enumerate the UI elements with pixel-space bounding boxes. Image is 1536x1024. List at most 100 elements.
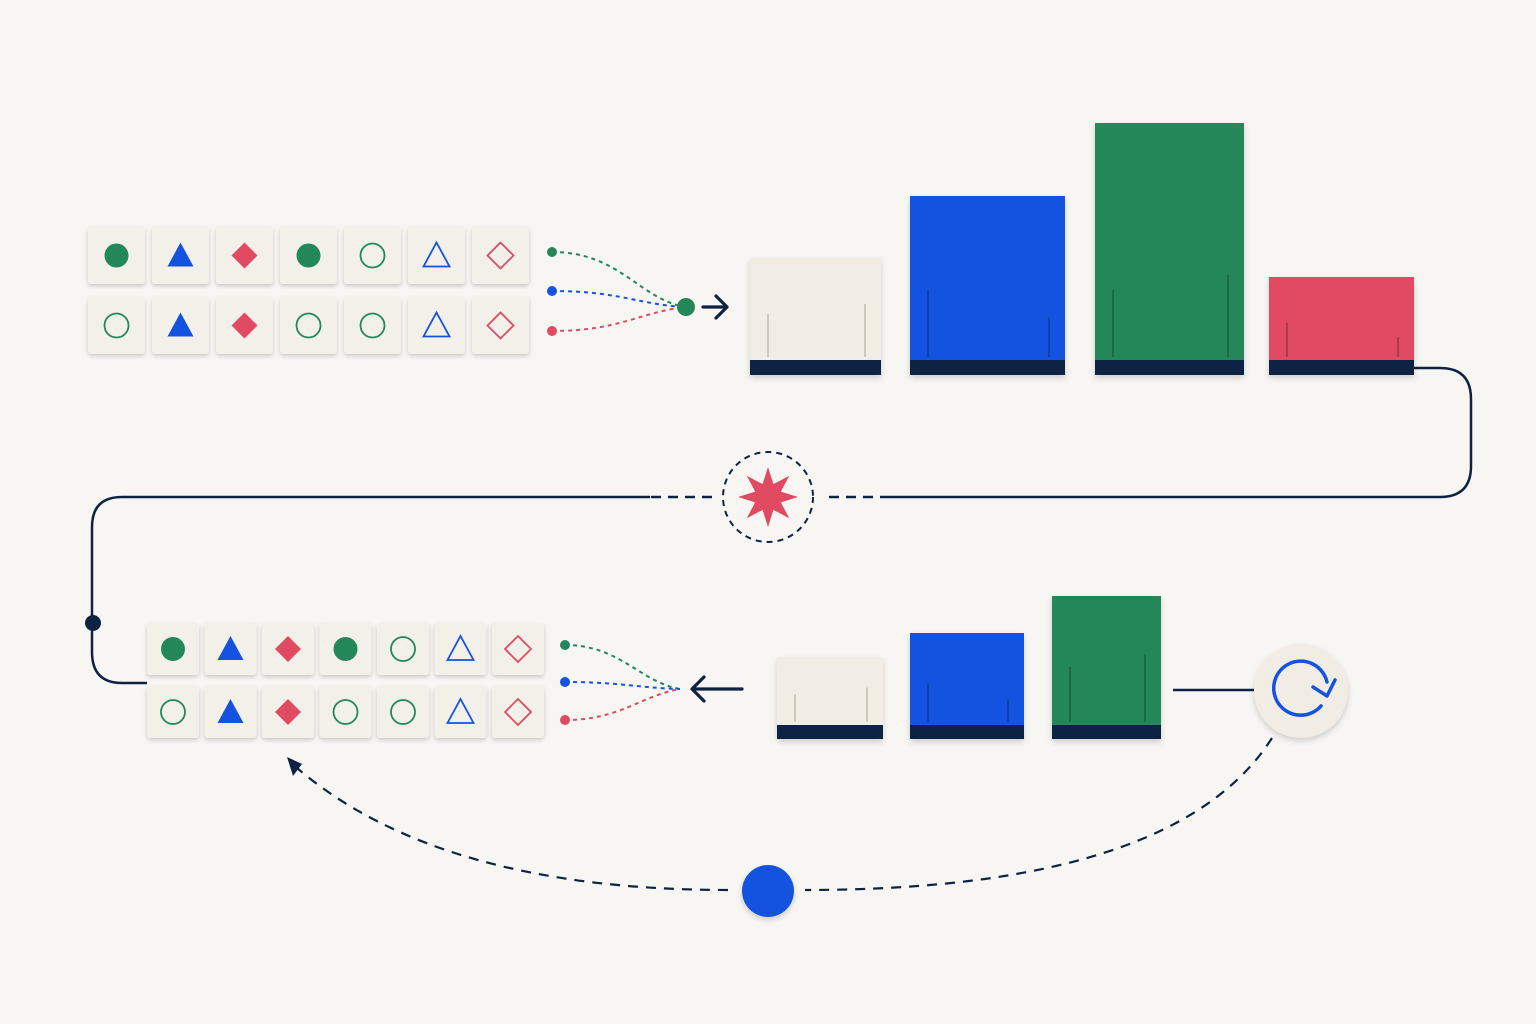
green-outline-circle-icon bbox=[359, 312, 386, 339]
tile-bg bbox=[344, 227, 401, 284]
green-outline-circle-icon bbox=[103, 312, 130, 339]
top-bar-group bbox=[750, 123, 1414, 375]
symbol-tile bbox=[344, 297, 401, 354]
connector-right-loop bbox=[890, 366, 1473, 499]
green-filled-circle-icon bbox=[161, 637, 185, 661]
blue-outline-triangle-icon bbox=[445, 697, 476, 724]
fan-start-dot-green bbox=[547, 247, 557, 257]
tile-bg bbox=[377, 623, 429, 675]
symbol-tile bbox=[152, 297, 209, 354]
fan-start-dot-red-bottom bbox=[560, 715, 570, 725]
bottom-symbol-grid bbox=[147, 623, 544, 738]
green-outline-circle-icon bbox=[295, 312, 322, 339]
symbol-tile bbox=[204, 686, 257, 738]
refresh-button[interactable] bbox=[1254, 644, 1348, 738]
burst-dashed-ring bbox=[722, 451, 814, 543]
green-filled-circle-icon bbox=[296, 243, 321, 268]
symbol-tile bbox=[280, 227, 337, 284]
symbol-tile bbox=[88, 227, 145, 284]
bar-base bbox=[1095, 360, 1244, 375]
tile-bg bbox=[88, 297, 145, 354]
connector-left-loop bbox=[90, 495, 650, 685]
tile-bg bbox=[492, 623, 544, 675]
fan-line-green bbox=[551, 251, 687, 308]
refresh-icon bbox=[1272, 659, 1337, 717]
green-outline-circle-icon bbox=[332, 699, 359, 725]
refresh-button-disc[interactable] bbox=[1254, 644, 1348, 738]
fan-line-red-bottom bbox=[564, 688, 681, 721]
bottom-bar-group bbox=[777, 596, 1161, 739]
symbol-tile bbox=[344, 227, 401, 284]
return-arc-left bbox=[296, 767, 729, 892]
tile-bg bbox=[472, 297, 529, 354]
bar-body bbox=[1095, 123, 1244, 375]
symbol-tile bbox=[88, 297, 145, 354]
fan-start-dot-blue-bottom bbox=[560, 677, 570, 687]
connector-junction-dot bbox=[85, 615, 101, 631]
symbol-tile bbox=[377, 686, 429, 738]
symbol-tile bbox=[262, 686, 314, 738]
symbol-tile bbox=[280, 297, 337, 354]
symbol-tile bbox=[434, 686, 487, 738]
arrow-left-icon bbox=[690, 675, 744, 703]
red-filled-diamond-icon bbox=[231, 242, 258, 269]
red-outline-diamond-icon bbox=[503, 697, 533, 727]
symbol-tile bbox=[216, 297, 273, 354]
tile-bg bbox=[472, 227, 529, 284]
red-outline-diamond-icon bbox=[486, 311, 515, 340]
symbol-tile bbox=[216, 227, 273, 284]
tile-bg bbox=[408, 297, 465, 354]
blue-outline-triangle-icon bbox=[421, 310, 452, 338]
bar-base bbox=[750, 360, 881, 375]
symbol-tile bbox=[152, 227, 209, 284]
tile-bg bbox=[408, 227, 465, 284]
red-outline-diamond-icon bbox=[486, 241, 515, 270]
green-filled-circle-icon bbox=[104, 243, 129, 268]
bar-cream bbox=[777, 657, 883, 739]
bar-base bbox=[1269, 360, 1414, 375]
green-outline-circle-icon bbox=[390, 699, 416, 725]
tile-bg bbox=[434, 686, 487, 738]
top-symbol-grid bbox=[88, 227, 529, 354]
green-dot-icon bbox=[677, 298, 695, 316]
tile-bg bbox=[319, 686, 372, 738]
fan-start-dot-green-bottom bbox=[560, 640, 570, 650]
connector-lines bbox=[85, 366, 1473, 892]
fan-line-blue-bottom bbox=[564, 681, 681, 690]
bar-body bbox=[1052, 596, 1161, 739]
fan-start-dot-red bbox=[547, 326, 557, 336]
tile-bg bbox=[377, 686, 429, 738]
symbol-tile bbox=[319, 623, 372, 675]
symbol-tile bbox=[492, 623, 544, 675]
tile-bg bbox=[344, 297, 401, 354]
green-filled-circle-icon bbox=[333, 637, 358, 661]
return-arrowhead bbox=[287, 757, 302, 776]
bar-base bbox=[910, 725, 1024, 739]
bar-red bbox=[1269, 277, 1414, 375]
bar-cream bbox=[750, 258, 881, 375]
blue-filled-triangle-icon bbox=[167, 312, 194, 337]
bar-blue bbox=[910, 196, 1065, 375]
blue-filled-triangle-icon bbox=[217, 636, 244, 660]
bar-green bbox=[1052, 596, 1161, 739]
fan-start-dot-blue bbox=[547, 286, 557, 296]
fan-line-green-bottom bbox=[564, 644, 681, 690]
bottom-fan-in bbox=[560, 640, 744, 725]
symbol-tile bbox=[472, 297, 529, 354]
return-arc-right bbox=[804, 737, 1273, 892]
symbol-tile bbox=[147, 686, 199, 738]
tile-bg bbox=[434, 623, 487, 675]
tile-bg bbox=[492, 686, 544, 738]
symbol-tile bbox=[408, 227, 465, 284]
top-fan-in bbox=[547, 247, 729, 336]
symbol-tile bbox=[319, 686, 372, 738]
green-outline-circle-icon bbox=[160, 699, 186, 725]
bar-body bbox=[1269, 277, 1414, 375]
symbol-tile bbox=[262, 623, 314, 675]
tile-bg bbox=[147, 686, 199, 738]
symbol-tile bbox=[147, 623, 199, 675]
red-filled-diamond-icon bbox=[275, 699, 301, 725]
bar-body bbox=[910, 633, 1024, 739]
bar-blue bbox=[910, 633, 1024, 739]
